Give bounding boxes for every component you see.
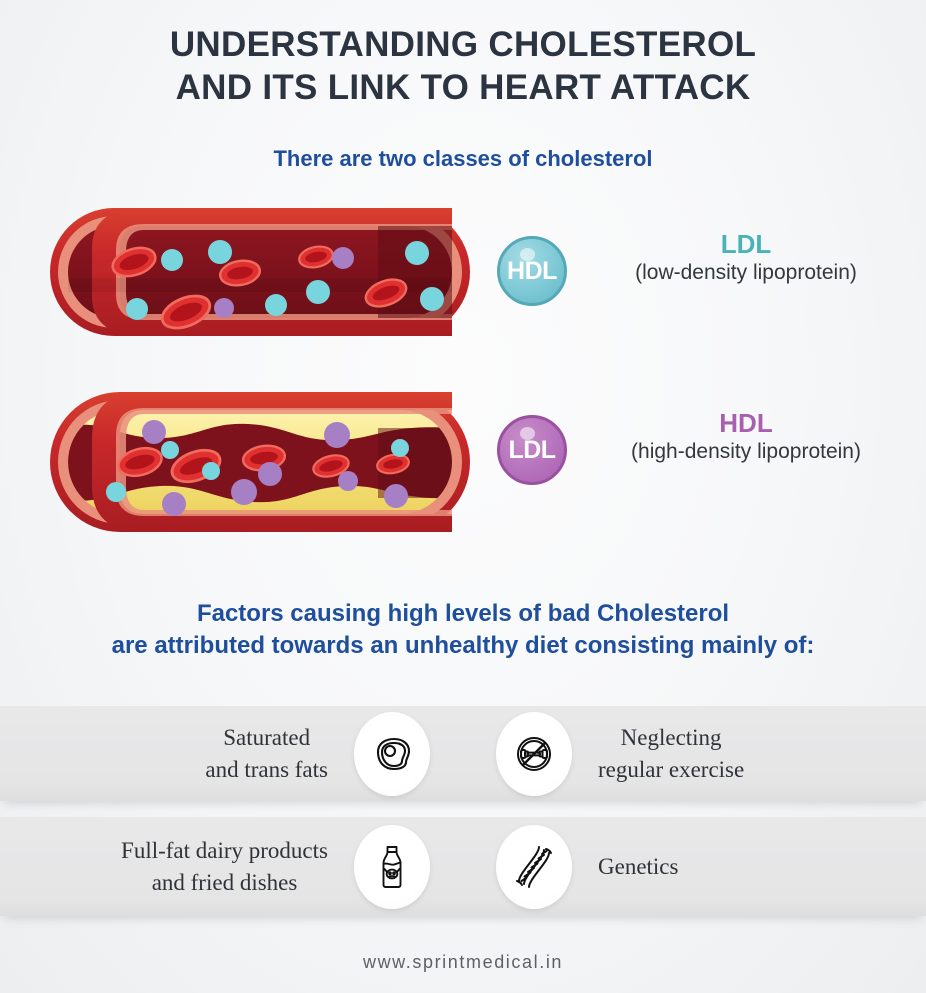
factor-label: Full-fat dairy products and fried dishes [121, 835, 328, 898]
factor-item-full-fat-dairy: Full-fat dairy products and fried dishes [60, 817, 430, 916]
page-title: UNDERSTANDING CHOLESTEROL AND ITS LINK T… [0, 24, 926, 109]
cholesterol-class-2-abbr: HDL [719, 408, 773, 438]
factor-item-saturated-fats: Saturated and trans fats [60, 706, 430, 801]
subtitle: There are two classes of cholesterol [273, 146, 653, 171]
cholesterol-class-1-text: LDL (low-density lipoprotein) [596, 230, 896, 285]
factor-label: Saturated and trans fats [205, 722, 328, 785]
cholesterol-class-row-2: LDL HDL (high-density lipoprotein) [0, 382, 926, 542]
factors-heading-line-1: Factors causing high levels of bad Chole… [196, 600, 730, 627]
factor-label-line-2: and fried dishes [151, 869, 298, 895]
cholesterol-class-2-fullname: (high-density lipoprotein) [631, 439, 861, 463]
page-title-line-2: AND ITS LINK TO HEART ATTACK [175, 67, 751, 107]
factor-row-2: Full-fat dairy products and fried dishes [0, 817, 926, 916]
factors-heading-line-2: are attributed towards an unhealthy diet… [111, 632, 815, 660]
cholesterol-class-2-text: HDL (high-density lipoprotein) [596, 409, 896, 464]
cholesterol-class-row-1: HDL LDL (low-density lipoprotein) [0, 200, 926, 360]
ldl-particle-icon: LDL [497, 415, 567, 485]
factor-label-line-1: Full-fat dairy products [121, 837, 328, 863]
factor-label-line-1: Genetics [598, 853, 679, 879]
dna-icon [496, 824, 572, 909]
factor-label: Neglecting regular exercise [598, 722, 744, 785]
badge-label: LDL [508, 435, 556, 464]
factor-item-neglecting-exercise: Neglecting regular exercise [496, 706, 866, 801]
blocked-artery-icon [48, 382, 472, 547]
factor-label-line-2: regular exercise [598, 756, 745, 782]
factor-label-line-1: Neglecting [620, 724, 722, 750]
badge-label: HDL [507, 256, 557, 285]
factor-row-1: Saturated and trans fats [0, 706, 926, 801]
factor-label-line-1: Saturated [223, 724, 311, 750]
page-title-line-1: UNDERSTANDING CHOLESTEROL [169, 25, 757, 64]
hdl-particle-icon: HDL [497, 236, 567, 306]
factor-label-line-2: and trans fats [205, 756, 328, 782]
steak-icon [354, 711, 430, 796]
factor-label: Genetics [598, 851, 678, 883]
milk-bottle-icon [354, 824, 430, 909]
healthy-artery-icon [48, 200, 472, 350]
badge-highlight [520, 248, 535, 261]
footer-website[interactable]: www.sprintmedical.in [362, 952, 564, 972]
factors-heading: Factors causing high levels of bad Chole… [0, 598, 926, 663]
factor-item-genetics: Genetics [496, 817, 866, 916]
badge-highlight [520, 427, 535, 440]
no-dumbbell-icon [496, 711, 572, 796]
cholesterol-class-1-abbr: LDL [720, 229, 772, 259]
cholesterol-class-1-fullname: (low-density lipoprotein) [635, 260, 857, 284]
